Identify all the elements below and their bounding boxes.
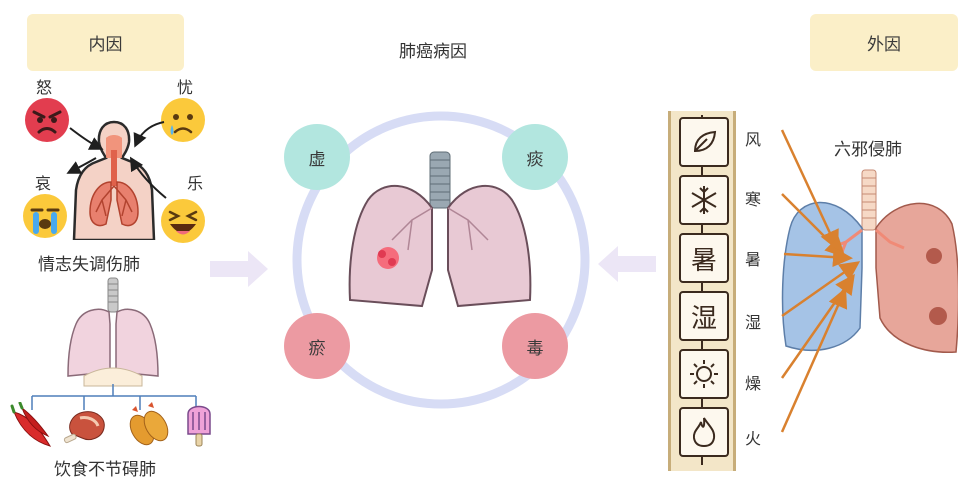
popsicle-icon (184, 402, 214, 448)
evil-label-dryness: 燥 (745, 370, 761, 394)
chili-pepper-icon (8, 402, 56, 450)
meat-icon (62, 404, 110, 450)
scroll-cell-fire (679, 407, 729, 457)
evil-arrows (760, 120, 870, 440)
scroll-cell-cold (679, 175, 729, 225)
diet-caption: 饮食不节碍肺 (54, 455, 156, 480)
node-deficiency: 虚 (284, 124, 350, 190)
emotion-label-worry: 忧 (177, 74, 193, 98)
internal-cause-tag: 内因 (27, 14, 184, 71)
six-evils-scroll: 暑 湿 (668, 111, 736, 471)
snowflake-icon (688, 184, 720, 216)
node-stasis: 瘀 (284, 313, 350, 379)
emotion-arrows (40, 100, 190, 210)
diet-lungs-icon (62, 276, 164, 388)
leaf-icon (689, 127, 719, 157)
right-flow-arrow-icon (596, 244, 656, 284)
emotion-caption: 情志失调伤肺 (38, 250, 140, 275)
evil-label-damp: 湿 (745, 309, 761, 333)
evil-label-fire: 火 (745, 425, 761, 449)
sun-icon (688, 358, 720, 390)
evil-label-wind: 风 (745, 126, 761, 150)
external-cause-tag: 外因 (810, 14, 958, 71)
node-toxin: 毒 (502, 313, 568, 379)
node-phlegm: 痰 (502, 124, 568, 190)
fried-shrimp-icon (124, 402, 174, 450)
fire-icon (689, 416, 719, 448)
evil-label-summer-heat: 暑 (745, 246, 761, 270)
scroll-cell-damp: 湿 (679, 291, 729, 341)
evil-label-cold: 寒 (745, 186, 761, 210)
scroll-cell-wind (679, 117, 729, 167)
emotion-label-anger: 怒 (36, 74, 52, 98)
diagram-title: 肺癌病因 (399, 37, 467, 62)
scroll-cell-dryness (679, 349, 729, 399)
left-flow-arrow-icon (210, 249, 270, 289)
scroll-cell-summer-heat: 暑 (679, 233, 729, 283)
